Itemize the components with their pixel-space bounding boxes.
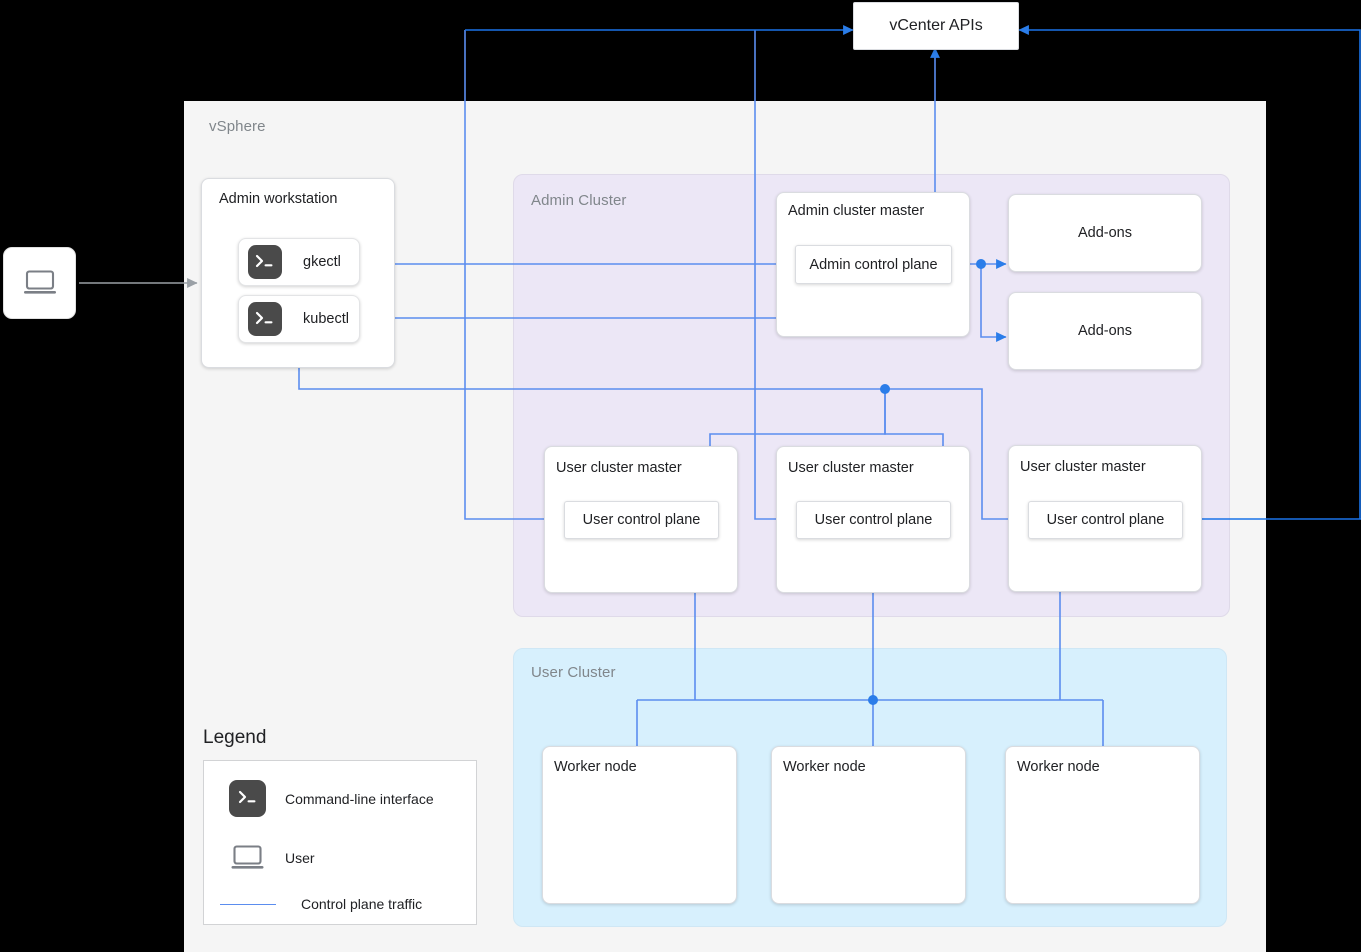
user-cluster-label: User Cluster [531,664,616,681]
terminal-icon [248,245,282,279]
user-control-plane-label-2: User control plane [814,512,933,528]
addons-label-2: Add-ons [1077,323,1132,339]
user-control-plane-node-2[interactable]: User control plane [796,501,951,539]
legend-item-traffic: Control plane traffic [220,896,422,912]
legend-item-user: User [229,845,315,871]
legend-title: Legend [203,727,267,748]
admin-control-plane-label: Admin control plane [809,256,938,273]
user-control-plane-node-1[interactable]: User control plane [564,501,719,539]
laptop-icon [23,270,56,294]
legend-label-cli: Command-line interface [285,790,434,807]
worker-node-title-3: Worker node [1017,759,1100,775]
user-cluster-master-title-2: User cluster master [788,460,914,476]
vsphere-label: vSphere [209,118,266,135]
addons-node-1[interactable]: Add-ons [1008,194,1202,272]
vcenter-apis-label: vCenter APIs [889,17,983,34]
terminal-icon [248,302,282,336]
admin-cluster-label: Admin Cluster [531,192,627,209]
legend-label-traffic: Control plane traffic [301,896,423,912]
worker-node-1[interactable]: Worker node [542,746,737,904]
cli-label-kubectl: kubectl [303,311,349,327]
worker-node-2[interactable]: Worker node [771,746,966,904]
user-cluster-master-title-3: User cluster master [1020,459,1146,475]
worker-node-3[interactable]: Worker node [1005,746,1200,904]
vcenter-apis-node[interactable]: vCenter APIs [853,2,1019,50]
terminal-icon [229,780,266,817]
worker-node-title-2: Worker node [783,759,866,775]
admin-workstation-title: Admin workstation [219,191,338,207]
user-control-plane-node-3[interactable]: User control plane [1028,501,1183,539]
user-control-plane-label-3: User control plane [1046,512,1165,528]
user-control-plane-label-1: User control plane [582,512,701,528]
admin-control-plane-node[interactable]: Admin control plane [795,245,952,284]
user-actor-card[interactable] [3,247,76,319]
cli-card-kubectl[interactable]: kubectl [238,295,360,343]
addons-label-1: Add-ons [1077,225,1132,241]
legend-label-user: User [285,850,315,866]
line-swatch-icon [220,903,276,905]
laptop-icon [231,845,264,869]
admin-cluster-master-title: Admin cluster master [788,203,925,219]
worker-node-title-1: Worker node [554,759,637,775]
legend-item-cli: Command-line interface [229,780,434,817]
addons-node-2[interactable]: Add-ons [1008,292,1202,370]
cli-card-gkectl[interactable]: gkectl [238,238,360,286]
cli-label-gkectl: gkectl [303,254,341,270]
user-cluster-master-title-1: User cluster master [556,460,682,476]
